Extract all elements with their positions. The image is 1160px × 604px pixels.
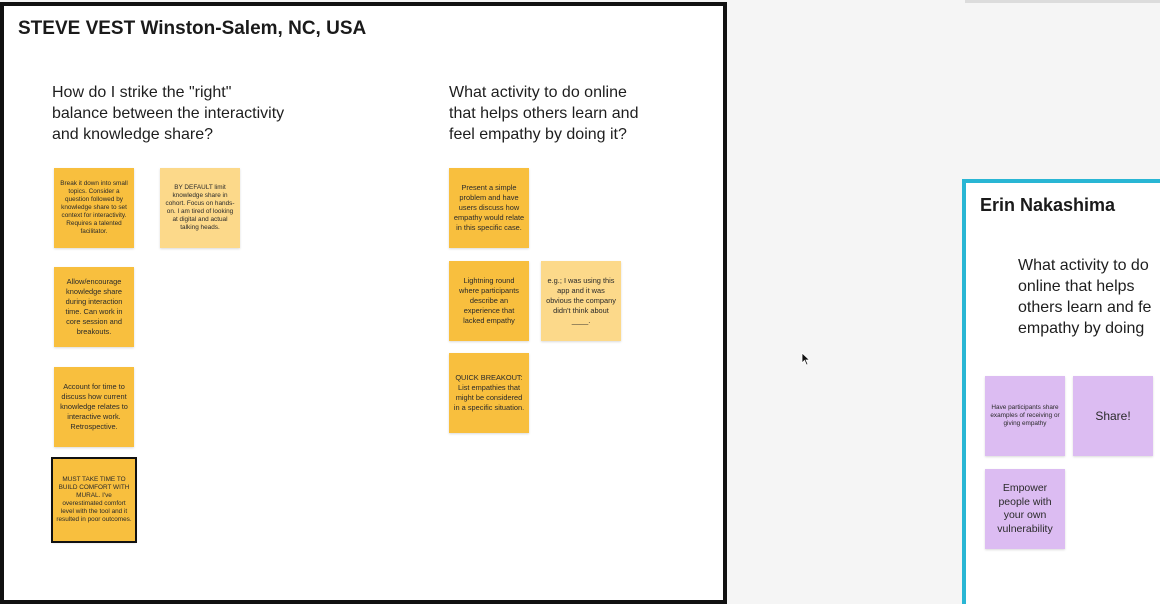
question-balance: How do I strike the "right" balance betw…	[52, 84, 285, 143]
sticky-note[interactable]: e.g.; I was using this app and it was ob…	[541, 261, 621, 341]
sticky-note[interactable]: Have participants share examples of rece…	[985, 376, 1065, 456]
sticky-note[interactable]: BY DEFAULT limit knowledge share in coho…	[160, 168, 240, 248]
board-erin-nakashima[interactable]: Erin Nakashima What activity to do onlin…	[962, 179, 1160, 604]
sticky-note[interactable]: Lightning round where participants descr…	[449, 261, 529, 341]
board-steve-vest[interactable]: STEVE VEST Winston-Salem, NC, USA How do…	[0, 2, 727, 604]
canvas-edge-line	[965, 0, 1160, 3]
question-empathy-activity: What activity to do online that helps ot…	[1018, 257, 1152, 337]
sticky-note-selected[interactable]: MUST TAKE TIME TO BUILD COMFORT WITH MUR…	[51, 457, 137, 543]
sticky-note[interactable]: Break it down into small topics. Conside…	[54, 168, 134, 248]
board-title: Erin Nakashima	[980, 195, 1116, 215]
mouse-pointer-icon	[801, 352, 811, 366]
board-title: STEVE VEST Winston-Salem, NC, USA	[18, 18, 367, 39]
sticky-note[interactable]: Allow/encourage knowledge share during i…	[54, 267, 134, 347]
sticky-note[interactable]: Present a simple problem and have users …	[449, 168, 529, 248]
sticky-note[interactable]: Share!	[1073, 376, 1153, 456]
sticky-note[interactable]: QUICK BREAKOUT: List empathies that migh…	[449, 353, 529, 433]
sticky-note[interactable]: Empower people with your own vulnerabili…	[985, 469, 1065, 549]
question-empathy-activity: What activity to do online that helps ot…	[449, 84, 639, 143]
sticky-note[interactable]: Account for time to discuss how current …	[54, 367, 134, 447]
